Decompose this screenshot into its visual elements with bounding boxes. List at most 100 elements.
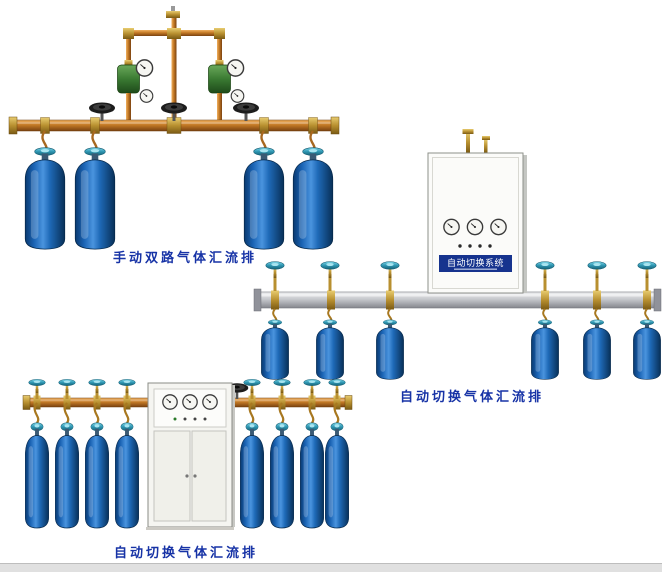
cabinet-gauge [443, 218, 460, 236]
gas-cylinder [316, 319, 344, 380]
pigtail-tube [308, 402, 315, 424]
end-cap [344, 395, 353, 410]
coupling [333, 395, 341, 410]
gas-cylinder [54, 422, 80, 529]
valve-handwheel [161, 102, 187, 121]
cabinet-base [146, 527, 234, 530]
gas-cylinder [84, 422, 110, 529]
cabinet-door-left [153, 430, 191, 522]
gas-cylinder [324, 422, 350, 529]
gas-cylinder [531, 319, 559, 380]
cabinet-top-pipe [466, 132, 470, 153]
coupling [40, 117, 50, 134]
auto-switch-wall-figure: 自动切换系统 [253, 126, 662, 388]
indicator-light [478, 244, 482, 248]
cabinet-gauge [466, 218, 484, 236]
control-cabinet: 自动切换系统 [427, 129, 527, 294]
valve-handwheel [233, 102, 259, 121]
cabinet-label-strip [439, 255, 512, 272]
valve-handwheel [535, 261, 555, 278]
bar-union [386, 290, 394, 310]
pressure-gauge [230, 89, 245, 103]
cabinet-top-valve [462, 129, 474, 134]
cabinet-door-right [191, 430, 227, 522]
cabinet-label: 自动切换系统 [447, 257, 504, 269]
valve-handwheel [328, 378, 346, 393]
gas-cylinder [583, 319, 611, 380]
gas-cylinder [299, 422, 325, 529]
auto-switch-floor-figure [15, 372, 360, 547]
cabinet-gauge [162, 394, 178, 410]
pressure-gauge [226, 59, 245, 77]
elbow-fitting [123, 28, 134, 39]
cabinet-gauge [202, 394, 218, 410]
gas-cylinder [114, 422, 140, 529]
coupling [123, 395, 131, 410]
indicator-light [203, 417, 207, 421]
pressure-gauge [135, 59, 154, 77]
top-tee-fitting [166, 11, 180, 18]
drop-pipe [217, 39, 222, 67]
cylinder-connections [33, 402, 340, 424]
pigtail-tube [333, 402, 340, 424]
cross-fitting [167, 28, 181, 39]
pigtail-tube [123, 402, 130, 424]
coupling [90, 117, 100, 134]
valve-handwheel [320, 261, 340, 278]
valve-handwheel [273, 378, 291, 393]
gas-cylinder [74, 147, 116, 250]
product-caption-auto-switch-wall: 自动切换气体汇流排 [399, 390, 544, 405]
gas-cylinder [24, 422, 50, 529]
pigtail-tube [63, 402, 70, 424]
indicator-light [488, 244, 492, 248]
header-pipe-assembly [123, 6, 225, 123]
indicator-light [468, 244, 472, 248]
station-handwheels [28, 378, 346, 399]
pressure-gauge [139, 89, 154, 103]
coupling [308, 117, 318, 134]
elbow-fitting [214, 28, 225, 39]
coupling [259, 117, 269, 134]
valve-handwheel [587, 261, 607, 278]
gas-cylinder [633, 319, 661, 380]
valve-handwheel [58, 378, 76, 393]
gas-cylinder [239, 422, 265, 529]
coupling [278, 395, 286, 410]
valve-handwheel [637, 261, 657, 278]
valve-handwheel [118, 378, 136, 393]
valve-handwheel [303, 378, 321, 393]
bar-end-cap [253, 288, 262, 312]
coupling [248, 395, 256, 410]
end-cap [330, 116, 340, 135]
cabinet-top-pipe [484, 139, 488, 153]
bar-union [643, 290, 651, 310]
pigtail-tube [278, 402, 285, 424]
drop-pipe [126, 39, 131, 67]
pigtail-tube [33, 402, 40, 424]
coupling [63, 395, 71, 410]
cabinet-gauge [182, 394, 198, 410]
center-riser-pipe [171, 15, 177, 123]
product-caption-manual-dual: 手动双路气体汇流排 [112, 251, 257, 266]
coupling [308, 395, 316, 410]
coupling [93, 395, 101, 410]
gas-cylinder [261, 319, 289, 380]
bar-union [271, 290, 279, 310]
indicator-light [193, 417, 197, 421]
indicator-light [458, 244, 462, 248]
valve-handwheel [88, 378, 106, 393]
gas-cylinder [269, 422, 295, 529]
gas-cylinder [376, 319, 404, 380]
page-bottom-strip [0, 563, 662, 572]
bar-union [593, 290, 601, 310]
bar-union [541, 290, 549, 310]
bar-stations [265, 261, 657, 310]
main-manifold-pipe [8, 116, 340, 135]
top-stub [171, 6, 175, 12]
coupling [33, 395, 41, 410]
end-cap [22, 395, 31, 410]
door-handle [193, 474, 197, 478]
manual-dual-manifold-figure [8, 5, 343, 250]
pigtail-tube [93, 402, 100, 424]
